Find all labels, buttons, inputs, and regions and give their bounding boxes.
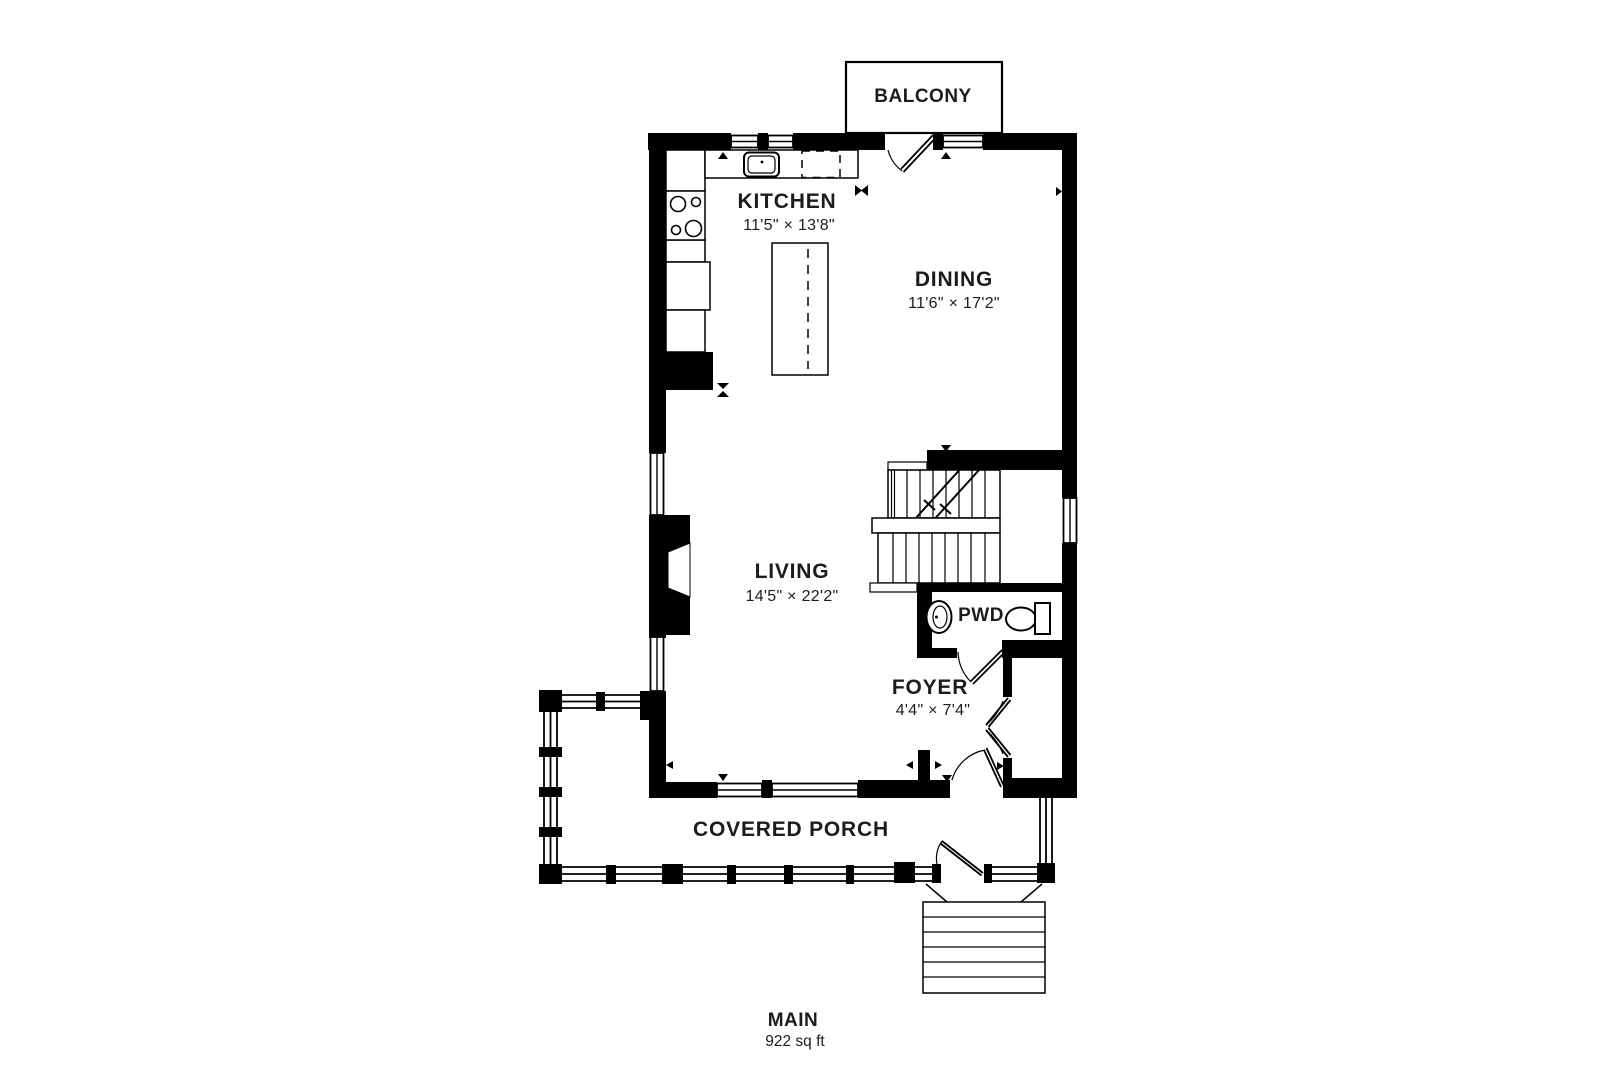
kitchen-island bbox=[771, 242, 829, 376]
balcony-door bbox=[887, 134, 937, 173]
stair-break-line bbox=[914, 465, 980, 524]
closet-double-doors bbox=[985, 697, 1012, 758]
right-wall-lower bbox=[1062, 543, 1077, 798]
porch-post bbox=[539, 787, 562, 797]
floor-area-label: 922 sq ft bbox=[765, 1033, 825, 1050]
burner bbox=[670, 224, 682, 236]
kitchen-label: KITCHEN bbox=[737, 190, 837, 213]
powder-sink bbox=[925, 600, 953, 634]
porch-gate-door bbox=[935, 840, 984, 877]
walls bbox=[640, 133, 1077, 798]
front-door bbox=[951, 747, 1005, 788]
floor-name-label: MAIN bbox=[767, 1010, 819, 1031]
top-window-mullion bbox=[758, 133, 768, 150]
porch-post bbox=[727, 865, 736, 884]
left-wall-sliver bbox=[649, 633, 666, 638]
foyer-dims: 4'4" × 7'4" bbox=[895, 702, 971, 719]
living-south-wall-west bbox=[649, 782, 717, 798]
pwd-label: PWD bbox=[958, 605, 1004, 626]
porch-post bbox=[662, 864, 683, 884]
porch-post bbox=[984, 864, 992, 883]
doors bbox=[887, 134, 1012, 877]
stair-mid-rail bbox=[871, 517, 1001, 534]
top-wall-mid bbox=[793, 133, 885, 150]
fireplace bbox=[649, 515, 691, 635]
left-wall-lower bbox=[649, 718, 666, 784]
living-south-wall-east bbox=[858, 780, 950, 798]
stove bbox=[665, 190, 706, 241]
top-wall-right bbox=[983, 133, 1077, 150]
kitchen-counter-mid bbox=[665, 239, 706, 263]
porch-post bbox=[539, 827, 562, 837]
burner bbox=[690, 196, 702, 208]
pwd-west-wall bbox=[917, 583, 932, 658]
porch-post-corner-sw bbox=[539, 864, 562, 884]
right-wall-upper bbox=[1062, 133, 1077, 498]
porch-posts bbox=[539, 690, 1055, 884]
living-south-mullion bbox=[762, 780, 772, 798]
balcony-outline bbox=[844, 60, 1004, 135]
porch-railings bbox=[543, 694, 1053, 882]
porch-post bbox=[784, 865, 793, 884]
burner bbox=[669, 195, 687, 213]
porch-post bbox=[894, 862, 915, 883]
porch-post bbox=[539, 747, 562, 757]
staircase bbox=[869, 461, 1001, 593]
kitchen-counters bbox=[665, 149, 859, 353]
south-wall-right bbox=[1003, 778, 1077, 798]
foyer-east-wall-lower bbox=[1003, 758, 1012, 780]
pwd-south-wall-west bbox=[918, 648, 957, 658]
porch-post bbox=[606, 865, 616, 884]
dishwasher bbox=[801, 150, 841, 179]
dining-dims: 11'6" × 17'2" bbox=[908, 295, 1000, 312]
plan-markers bbox=[666, 152, 1062, 782]
porch-post-corner-nw bbox=[539, 690, 562, 712]
covered-porch-label: COVERED PORCH bbox=[693, 818, 889, 841]
balcony-label: BALCONY bbox=[874, 86, 972, 107]
balcony-door-jamb bbox=[933, 133, 943, 150]
living-label: LIVING bbox=[754, 560, 830, 583]
pwd-door bbox=[957, 649, 1005, 685]
pwd-south-wall-east bbox=[1002, 640, 1062, 658]
porch-post bbox=[846, 865, 854, 884]
kitchen-dims: 11'5" × 13'8" bbox=[743, 217, 835, 234]
foyer-wall-stub bbox=[918, 750, 930, 780]
top-wall-left bbox=[648, 133, 731, 150]
kitchen-sink bbox=[743, 151, 780, 178]
foyer-label: FOYER bbox=[891, 676, 969, 699]
toilet bbox=[1005, 602, 1051, 635]
dining-label: DINING bbox=[914, 268, 994, 291]
kitchen-counter-low bbox=[665, 309, 706, 353]
porch-post bbox=[596, 692, 605, 711]
porch-post bbox=[932, 864, 941, 883]
living-dims: 14'5" × 22'2" bbox=[745, 588, 839, 605]
entry-steps bbox=[922, 883, 1046, 994]
left-wall-upper bbox=[649, 133, 666, 453]
stair-bottom-rail bbox=[869, 582, 918, 593]
stair-top-wall bbox=[927, 450, 1062, 470]
window-centre-lines bbox=[656, 140, 1071, 791]
porch-post-corner-se bbox=[1037, 863, 1055, 883]
pwd-north-wall bbox=[917, 583, 1062, 592]
foyer-east-wall-upper bbox=[1003, 658, 1012, 697]
burner bbox=[684, 219, 703, 238]
kitchen-wall-block bbox=[649, 352, 713, 390]
kitchen-counter-top bbox=[704, 149, 859, 179]
refrigerator bbox=[665, 261, 711, 311]
kitchen-counter-corner bbox=[665, 149, 706, 192]
